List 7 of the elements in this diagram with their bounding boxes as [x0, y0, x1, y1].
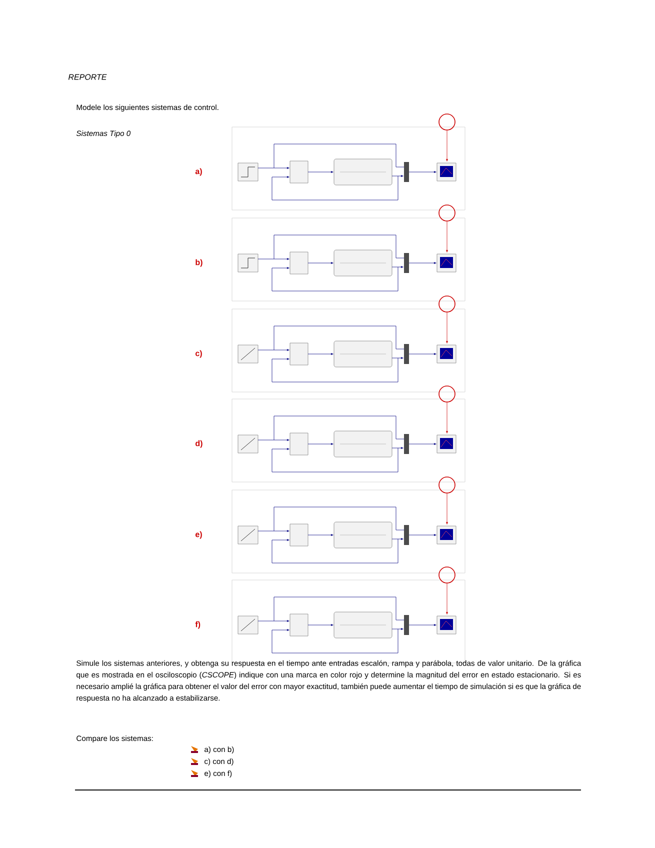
system-label: c): [196, 350, 202, 358]
system-label: d): [196, 440, 202, 448]
system-label: a): [195, 168, 202, 176]
system-label: b): [196, 259, 202, 267]
system-label: f): [195, 621, 200, 629]
section-heading: REPORTE: [68, 74, 107, 80]
system-label: e): [196, 531, 202, 539]
